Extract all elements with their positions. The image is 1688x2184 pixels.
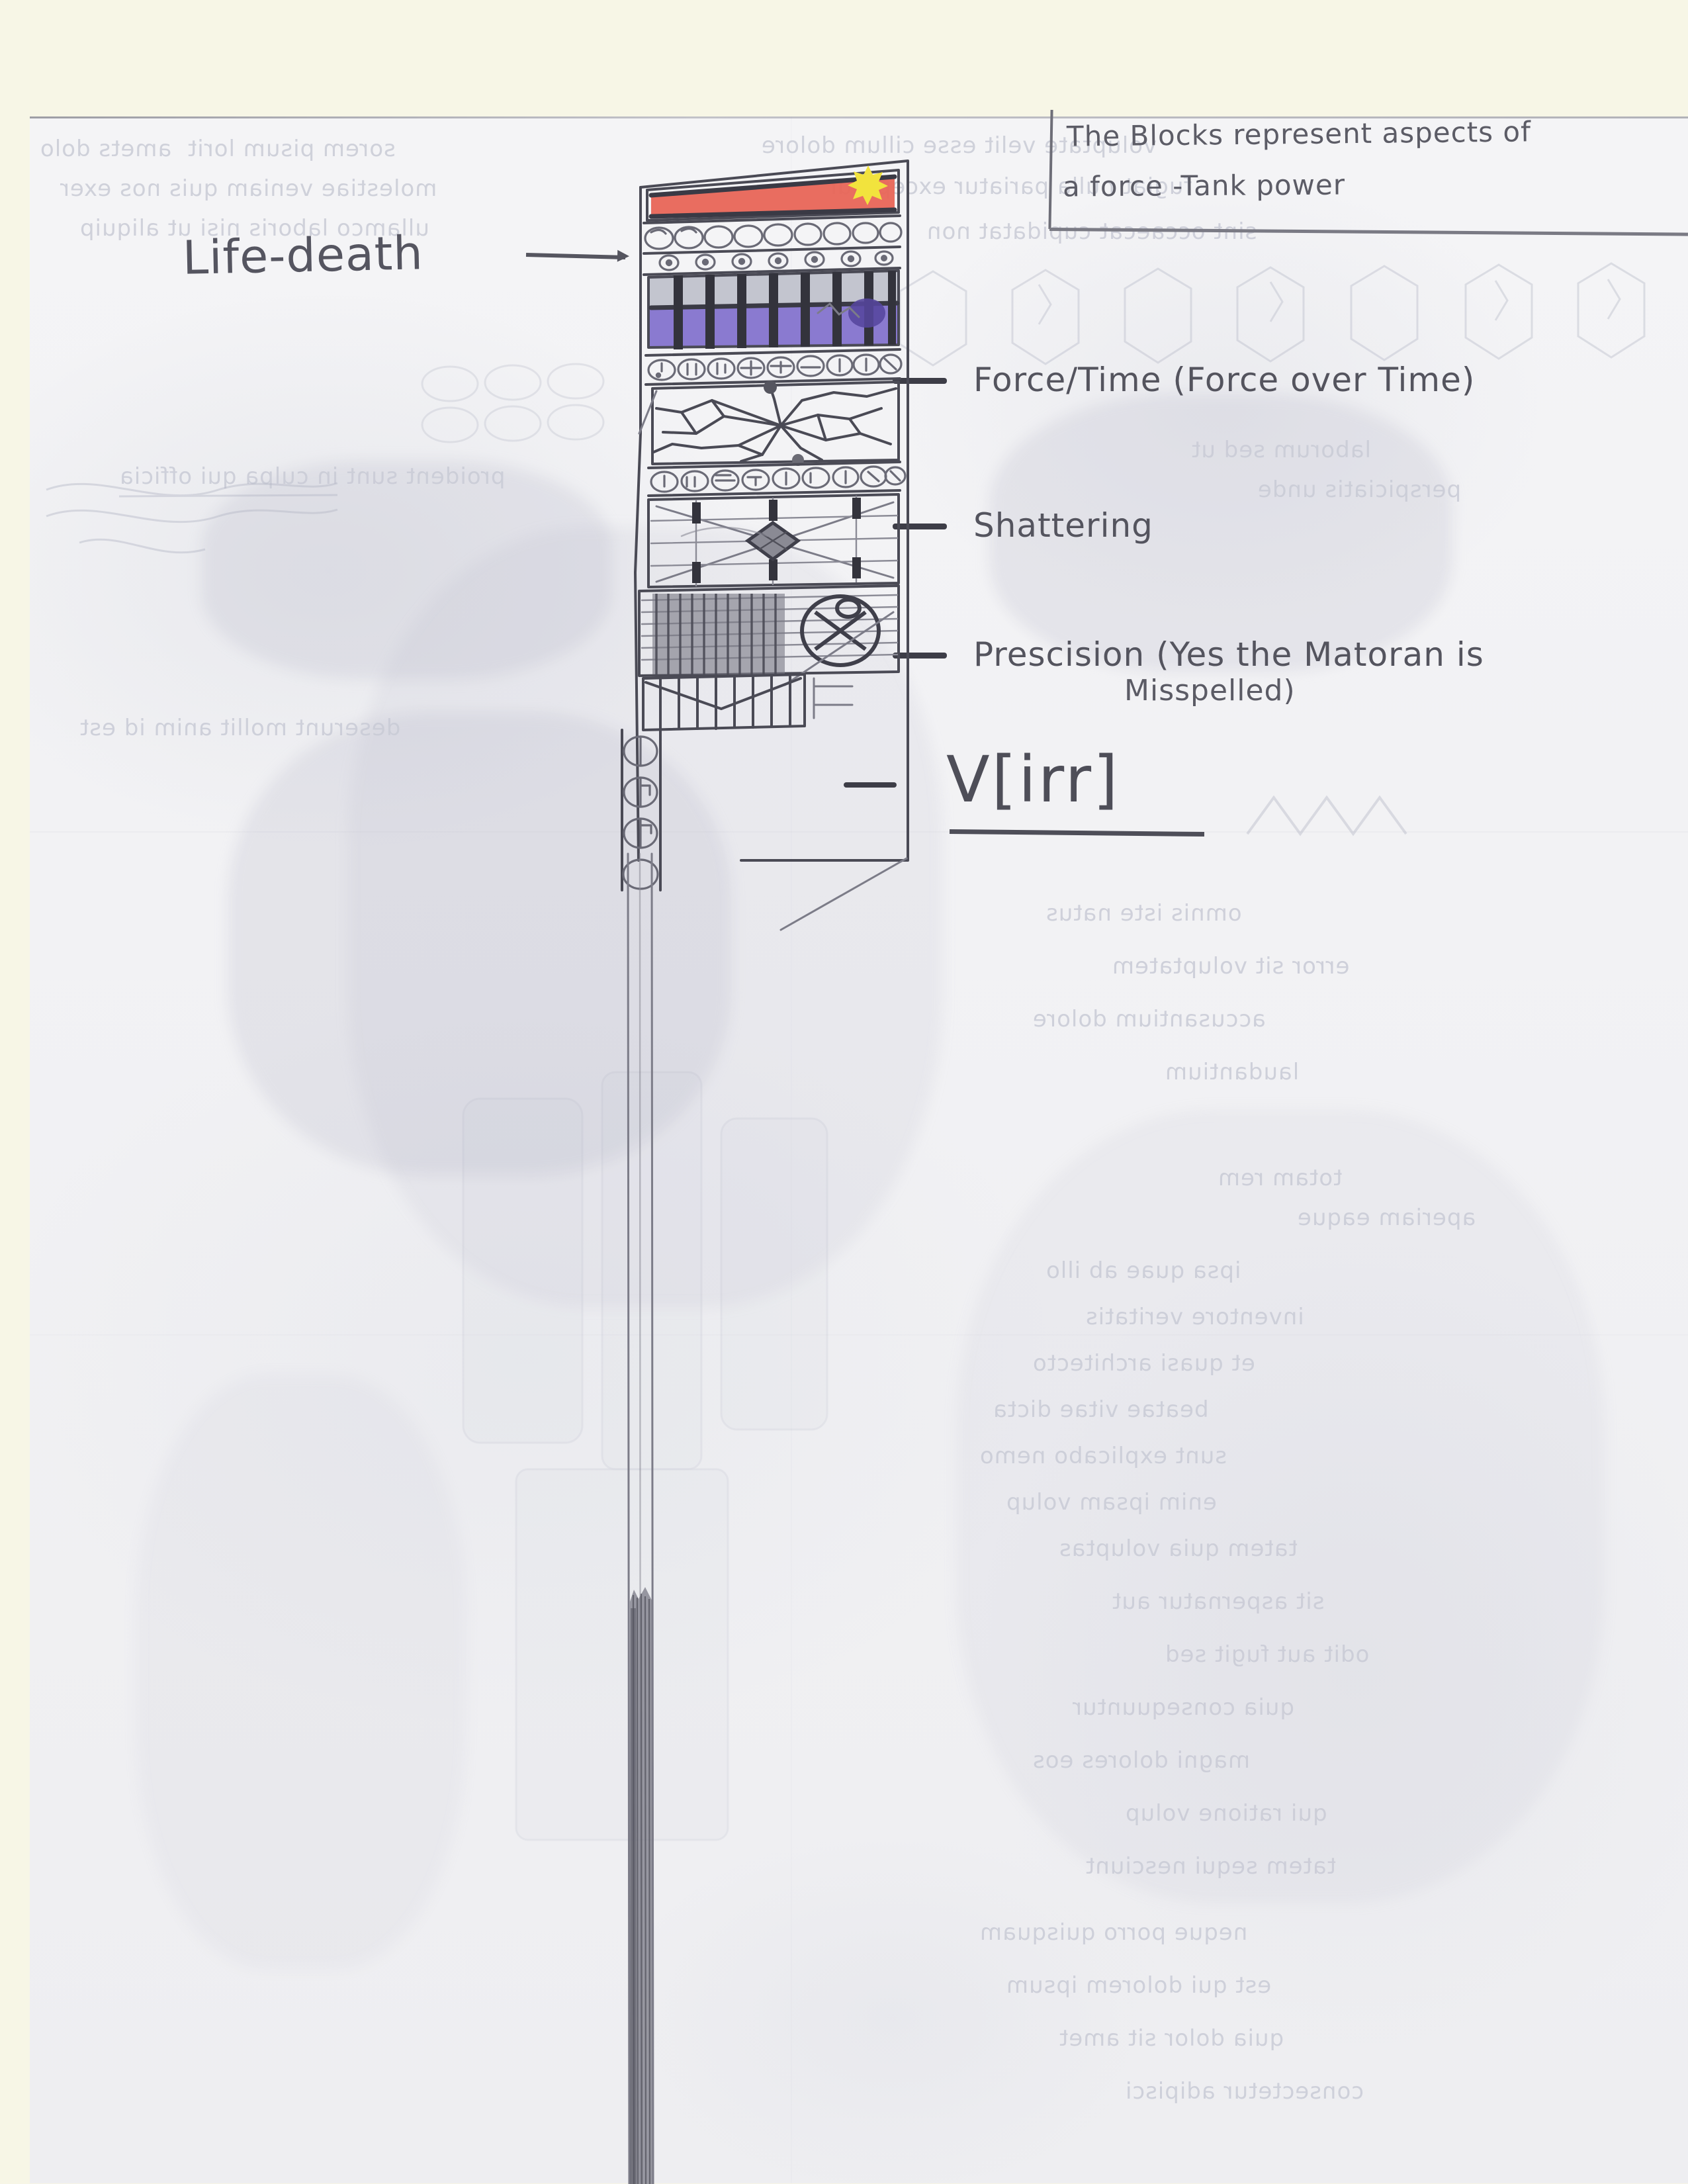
staff-shaft — [619, 852, 665, 2184]
crack-pattern — [652, 386, 897, 463]
leader-dash-icon — [893, 523, 947, 529]
callout-label: Prescision (Yes the Matoran is — [973, 635, 1484, 674]
callout-label: Force/Time (Force over Time) — [973, 361, 1476, 399]
rune-row-2 — [643, 250, 901, 276]
note-box-left-rule — [1048, 110, 1053, 229]
target-diamond-icon — [744, 520, 801, 562]
star-icon — [848, 165, 888, 205]
rune-row-1 — [643, 214, 903, 255]
paper-smudge — [956, 1109, 1605, 1903]
callout-label: Shattering — [973, 506, 1153, 545]
leader-dash-icon — [844, 782, 897, 788]
callout-label: V[irr] — [946, 743, 1120, 817]
prescision-block — [647, 493, 900, 588]
circle-x-icon — [800, 594, 881, 667]
paper-smudge — [202, 461, 612, 679]
rune-row-4 — [647, 461, 907, 497]
callout-label-cont: Misspelled) — [1124, 674, 1296, 707]
weapon-head-drawing — [582, 149, 913, 931]
shaded-grip — [629, 1587, 652, 2184]
collar-block — [642, 673, 854, 731]
virr-block — [638, 584, 900, 686]
paper-smudge — [136, 1374, 466, 1970]
page-title: Life-death — [182, 226, 424, 285]
leader-dash-icon — [893, 653, 947, 659]
paper-top-edge — [30, 116, 1688, 118]
leader-dash-icon — [893, 378, 947, 384]
head-outline — [634, 159, 909, 931]
rune-row-3 — [644, 348, 903, 386]
paper-crease — [30, 1334, 1688, 1336]
hatched-slab — [652, 594, 785, 674]
note-line-1: The Blocks represent aspects of — [1066, 115, 1532, 153]
note-box: The Blocks represent aspects of a force … — [1048, 110, 1688, 236]
note-line-2: a force -Tank power — [1062, 168, 1346, 203]
force-time-block — [647, 269, 900, 349]
life-death-block — [646, 165, 900, 222]
shattering-block — [638, 381, 900, 466]
